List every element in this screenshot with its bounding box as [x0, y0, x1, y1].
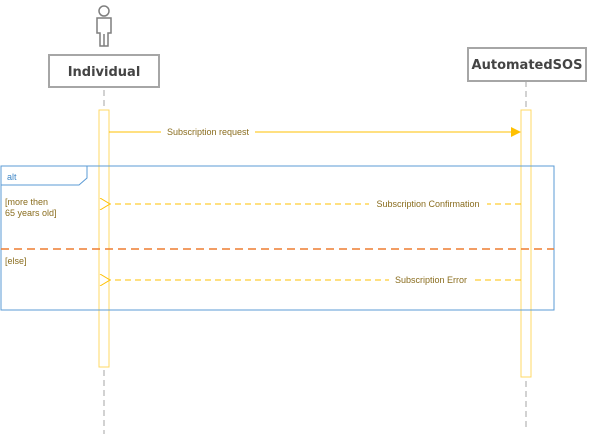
activation-individual	[98, 109, 110, 368]
activation-automatedsos	[520, 109, 532, 378]
participant-automatedsos-label: AutomatedSOS	[472, 58, 583, 73]
participant-individual[interactable]: Individual	[48, 54, 160, 88]
guard-condition-line2: 65 years old]	[5, 208, 57, 218]
message-subscription-request[interactable]: Subscription request	[109, 126, 521, 138]
message-subscription-confirmation-label: Subscription Confirmation	[376, 199, 479, 209]
person-icon	[96, 5, 112, 47]
message-subscription-error-label: Subscription Error	[395, 275, 467, 285]
message-subscription-error[interactable]: Subscription Error	[110, 274, 521, 286]
fragment-operator: alt	[7, 172, 17, 182]
guard-condition-line1: [more then	[5, 197, 48, 207]
else-guard: [else]	[5, 256, 27, 266]
alt-fragment: alt [more then 65 years old] [else]	[0, 165, 555, 311]
participant-individual-label: Individual	[68, 65, 141, 80]
message-subscription-request-label: Subscription request	[167, 127, 250, 137]
participant-automatedsos[interactable]: AutomatedSOS	[467, 47, 587, 82]
message-subscription-confirmation[interactable]: Subscription Confirmation	[110, 198, 521, 210]
